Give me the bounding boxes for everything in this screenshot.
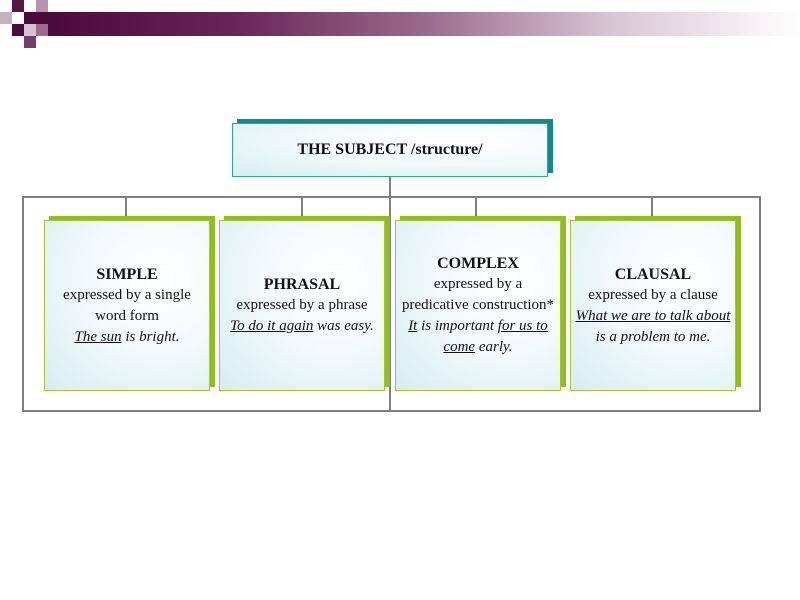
decor-square [24,36,36,48]
root-node: THE SUBJECT /structure/ [232,123,548,177]
header-band [0,0,800,48]
category-phrasal: PHRASAL expressed by a phrase To do it a… [219,220,385,391]
category-title: SIMPLE [96,265,158,283]
example-mid: is important [417,318,498,334]
example-underlined: What we are to talk about [575,307,731,324]
decor-square [12,24,24,36]
example-underlined: It [408,318,418,334]
category-description: expressed by a phrase [236,297,368,313]
category-title: COMPLEX [437,255,519,272]
category-example: What we are to talk about is a problem t… [575,306,731,348]
example-rest: is a problem to me. [595,328,711,345]
decor-square [24,12,36,24]
decor-square [0,12,12,24]
category-complex: COMPLEX expressed by a predicative const… [395,220,561,391]
category-description: expressed by a predicative construction* [401,276,555,313]
example-rest: early. [475,339,513,355]
category-example: To do it again was easy. [224,316,380,337]
category-title: CLAUSAL [614,265,692,283]
root-label: THE SUBJECT /structure/ [297,141,483,158]
decor-square [12,0,24,12]
decor-square [36,24,48,36]
header-gradient-bar [48,12,800,36]
decor-square [36,0,48,12]
category-example: The sun is bright. [49,327,205,348]
category-simple: SIMPLE expressed by a single word form T… [44,220,210,391]
category-description: expressed by a single word form [63,286,191,324]
connector-phrasal-complex [301,196,477,218]
decor-square [24,24,36,36]
example-underlined: To do it again [230,318,314,334]
example-rest: was easy. [313,318,374,334]
example-rest: is bright. [121,328,180,345]
category-description: expressed by a clause [588,286,718,303]
category-title: PHRASAL [263,276,341,293]
category-example: It is important for us to come early. [400,316,556,358]
example-underlined: The sun [74,328,122,345]
decor-square [36,12,48,24]
category-clausal: CLAUSAL expressed by a clause What we ar… [570,220,736,391]
example-underlined: for us to come [443,318,548,355]
